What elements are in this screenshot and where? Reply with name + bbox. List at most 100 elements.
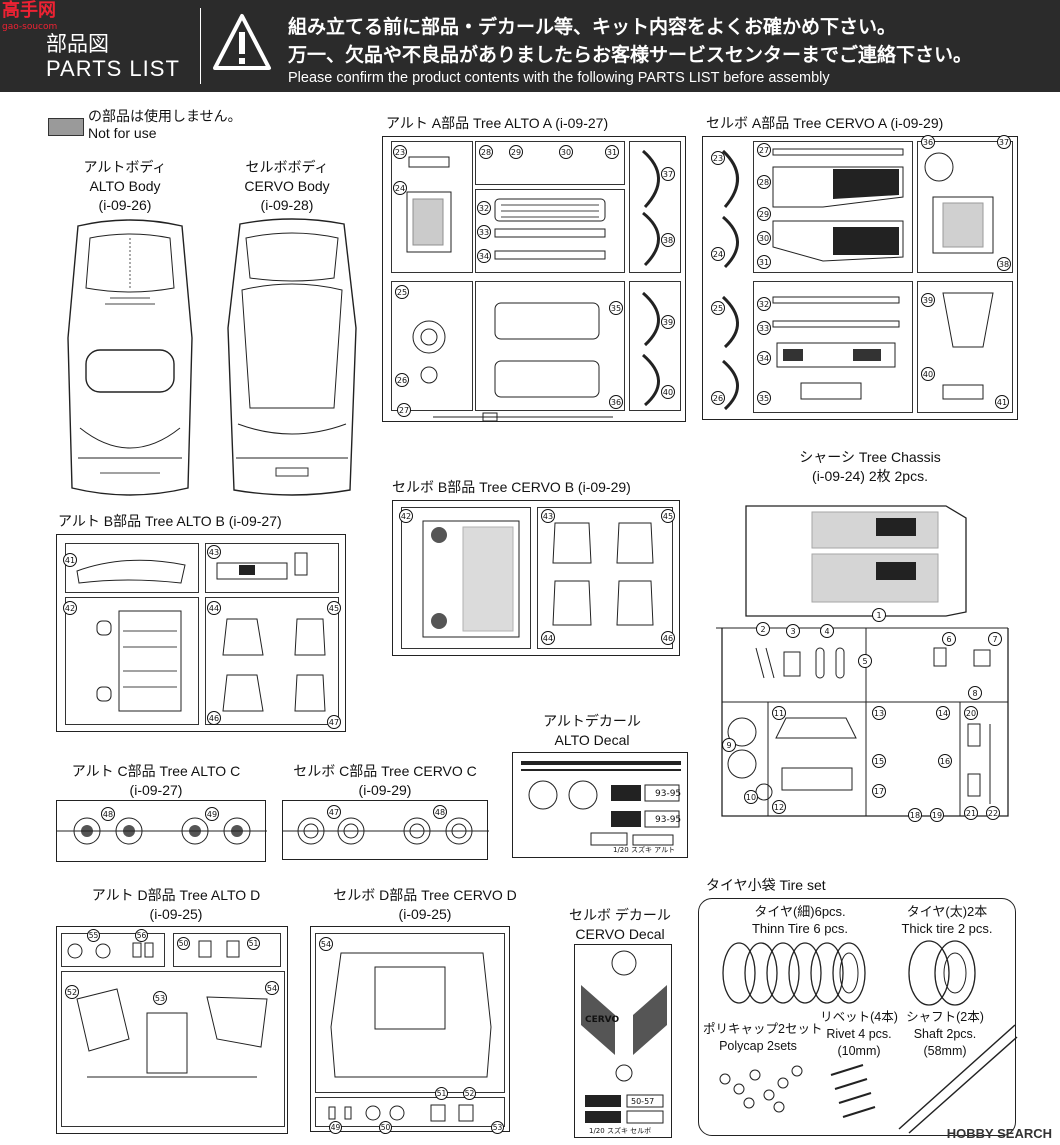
not-for-use-swatch bbox=[48, 118, 84, 136]
thin-tire-en: Thinn Tire 6 pcs. bbox=[751, 921, 849, 936]
tree-cervo-c-label: セルボ C部品 Tree CERVO C (i-09-29) bbox=[280, 762, 490, 800]
part-number: 35 bbox=[757, 391, 771, 405]
part-number: 31 bbox=[757, 255, 771, 269]
part-number: 17 bbox=[872, 784, 886, 798]
legend-text-jp: の部品は使用しません。 bbox=[88, 109, 242, 125]
cervo-c-label-1: セルボ C部品 Tree CERVO C bbox=[293, 763, 477, 779]
alto-b-dash-area bbox=[65, 543, 199, 593]
alto-a-parts-drawing bbox=[406, 149, 660, 422]
cervo-b-seat-area bbox=[537, 507, 673, 649]
part-number: 50 bbox=[379, 1121, 392, 1134]
part-number: 23 bbox=[711, 151, 725, 165]
part-number: 9 bbox=[722, 738, 736, 752]
part-number: 36 bbox=[921, 135, 935, 149]
alto-d-window-area bbox=[61, 971, 285, 1127]
part-number: 40 bbox=[921, 367, 935, 381]
part-number: 41 bbox=[63, 553, 77, 567]
part-number: 56 bbox=[135, 929, 148, 942]
cervo-a-seat-area bbox=[917, 281, 1013, 413]
part-number: 11 bbox=[772, 706, 786, 720]
alto-decal-label: アルトデカール ALTO Decal bbox=[522, 712, 662, 750]
cervo-a-panel-area bbox=[753, 141, 913, 273]
cervo-decal-en: CERVO Decal bbox=[575, 926, 665, 942]
header-message-jp-1: 組み立てる前に部品・デカール等、キット内容をよくお確かめ下さい。 bbox=[288, 16, 897, 38]
cervo-plate: 50-57 bbox=[631, 1097, 655, 1106]
part-number: 45 bbox=[327, 601, 341, 615]
thin-tire-jp: タイヤ(細)6pcs. bbox=[754, 904, 846, 919]
alto-b-parts-drawing bbox=[76, 552, 326, 712]
alto-decal-footer: 1/20 スズキ アルト bbox=[613, 846, 676, 854]
tree-cervo-a-frame: 23 24 25 26 27 28 29 30 31 32 33 34 35 3… bbox=[702, 135, 1018, 420]
part-number: 52 bbox=[463, 1087, 476, 1100]
part-number: 19 bbox=[930, 808, 944, 822]
polycap-en: Polycap 2sets bbox=[719, 1039, 797, 1053]
part-number: 29 bbox=[509, 145, 523, 159]
cervo-d-small-area bbox=[315, 1097, 505, 1127]
part-number: 24 bbox=[711, 247, 725, 261]
cervo-a-engine-area bbox=[917, 141, 1013, 273]
alto-body-drawing bbox=[67, 219, 193, 496]
part-number: 33 bbox=[757, 321, 771, 335]
part-number: 10 bbox=[744, 790, 758, 804]
alto-a-wheel-area bbox=[391, 281, 473, 411]
tire-set-drawing bbox=[719, 940, 1018, 1134]
part-number: 42 bbox=[399, 509, 413, 523]
part-number: 27 bbox=[397, 403, 411, 417]
tree-chassis-label: シャーシ Tree Chassis (i-09-24) 2枚 2pcs. bbox=[770, 448, 970, 486]
part-number: 37 bbox=[997, 135, 1011, 149]
alto-b-seat-area bbox=[205, 597, 339, 725]
shaft-label: シャフト(2本) Shaft 2pcs. (58mm) bbox=[903, 1009, 987, 1060]
cervo-c-label-2: (i-09-29) bbox=[358, 782, 412, 798]
rivet-jp: リベット(4本) bbox=[820, 1010, 898, 1024]
thin-tire-label: タイヤ(細)6pcs. Thinn Tire 6 pcs. bbox=[735, 903, 865, 937]
part-number: 14 bbox=[936, 706, 950, 720]
tree-alto-c-label: アルト C部品 Tree ALTO C (i-09-27) bbox=[56, 762, 256, 800]
part-number: 30 bbox=[757, 231, 771, 245]
part-number: 28 bbox=[757, 175, 771, 189]
alto-a-small-parts bbox=[475, 141, 625, 185]
part-number: 54 bbox=[319, 937, 333, 951]
chassis-label-2: (i-09-24) 2枚 2pcs. bbox=[812, 468, 928, 484]
part-number: 39 bbox=[921, 293, 935, 307]
cervo-b-parts-drawing bbox=[422, 520, 654, 638]
part-number: 12 bbox=[772, 800, 786, 814]
alto-d-label-2: (i-09-25) bbox=[149, 906, 203, 922]
cervo-decal-jp: セルボ デカール bbox=[569, 907, 671, 923]
legend-text-en: Not for use bbox=[88, 125, 157, 141]
part-number: 41 bbox=[995, 395, 1009, 409]
alto-d-parts-drawing bbox=[67, 940, 268, 1078]
chassis-label-1: シャーシ Tree Chassis bbox=[799, 449, 941, 465]
rivet-label: リベット(4本) Rivet 4 pcs. (10mm) bbox=[817, 1009, 901, 1060]
part-number: 36 bbox=[609, 395, 623, 409]
part-number: 50 bbox=[177, 937, 190, 950]
tree-alto-b-label: アルト B部品 Tree ALTO B (i-09-27) bbox=[58, 513, 282, 529]
part-number: 47 bbox=[327, 805, 341, 819]
tree-alto-c-frame: 48 49 bbox=[56, 800, 267, 862]
header-bar: 部品図 PARTS LIST 組み立てる前に部品・デカール等、キット内容をよくお… bbox=[0, 0, 1060, 92]
cervo-decal-brand: CERVO bbox=[585, 1015, 620, 1025]
tree-alto-d-frame: 55 56 50 51 52 53 54 bbox=[56, 926, 288, 1134]
part-number: 21 bbox=[964, 806, 978, 820]
part-number: 34 bbox=[477, 249, 491, 263]
thick-tire-en: Thick tire 2 pcs. bbox=[901, 921, 993, 936]
shaft-jp: シャフト(2本) bbox=[906, 1010, 984, 1024]
rivet-size: (10mm) bbox=[837, 1044, 881, 1058]
alto-d-light-area bbox=[61, 933, 165, 967]
alto-plate-1: 93-95 bbox=[655, 789, 682, 799]
part-number: 54 bbox=[265, 981, 279, 995]
alto-decal-en: ALTO Decal bbox=[554, 732, 630, 748]
part-number: 38 bbox=[997, 257, 1011, 271]
warning-triangle-icon bbox=[213, 14, 271, 70]
tree-alto-b-frame: 41 42 43 44 45 46 47 bbox=[56, 534, 346, 732]
part-number: 49 bbox=[205, 807, 219, 821]
hobby-search-logo: HOBBY SEARCH bbox=[946, 1126, 1052, 1141]
cervo-decal-label: セルボ デカール CERVO Decal bbox=[550, 906, 690, 944]
cervo-body-drawing bbox=[227, 218, 357, 496]
part-number: 7 bbox=[988, 632, 1002, 646]
tire-set-bag: タイヤ(細)6pcs. Thinn Tire 6 pcs. タイヤ(太)2本 T… bbox=[698, 898, 1018, 1136]
tree-alto-d-label: アルト D部品 Tree ALTO D (i-09-25) bbox=[56, 886, 296, 924]
part-number: 13 bbox=[872, 706, 886, 720]
alto-body-code: (i-09-26) bbox=[98, 197, 152, 213]
part-number: 3 bbox=[786, 624, 800, 638]
alto-a-fender-top bbox=[629, 141, 681, 273]
